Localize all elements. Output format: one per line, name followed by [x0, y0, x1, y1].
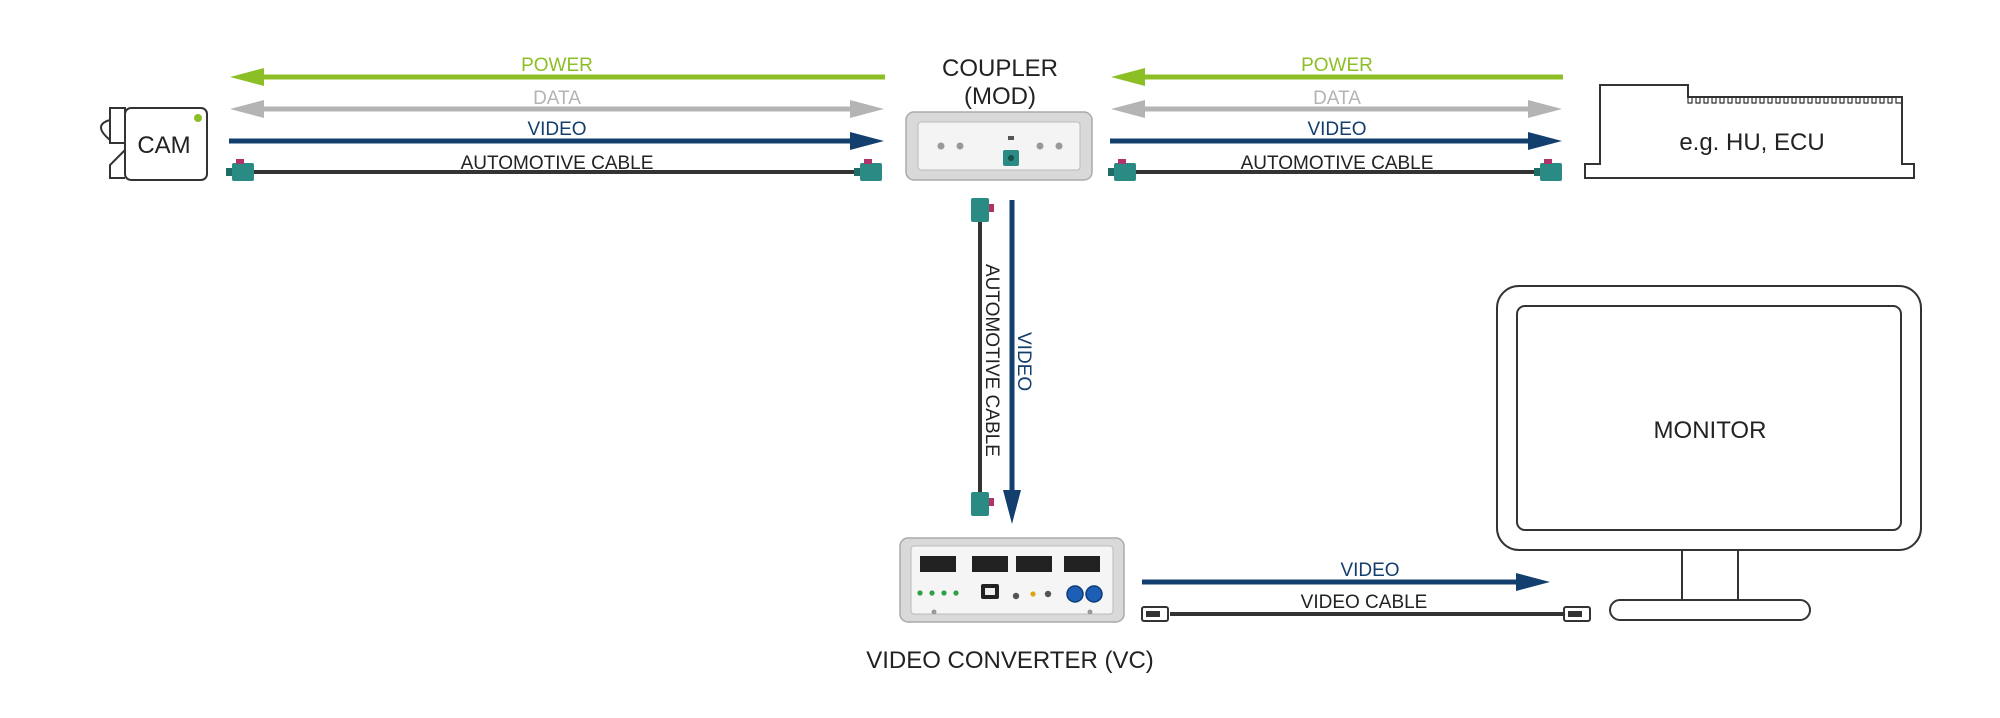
automotive-cable-label-right: AUTOMOTIVE CABLE: [1241, 153, 1434, 174]
connector-icon: [1108, 159, 1136, 181]
video-converter: VIDEO CONVERTER (VC): [866, 537, 1154, 674]
power-label-right: POWER: [1301, 55, 1373, 76]
power-label-left: POWER: [521, 55, 593, 76]
connector-icon: [226, 159, 254, 181]
video-label-left: VIDEO: [527, 119, 586, 140]
usb-plug-icon: [1563, 606, 1591, 622]
cam-label: CAM: [137, 132, 190, 159]
coupler-module-icon: [905, 111, 1093, 181]
coupler-label-line1: COUPLER: [942, 55, 1058, 82]
video-label-bottom: VIDEO: [1340, 560, 1399, 581]
link-vc-monitor: VIDEO VIDEO CABLE: [1141, 560, 1591, 622]
camera-outline-icon: [100, 107, 208, 181]
automotive-cable-label-vertical: AUTOMOTIVE CABLE: [981, 264, 1002, 457]
video-converter-box-icon: [899, 537, 1125, 623]
video-converter-label: VIDEO CONVERTER (VC): [866, 647, 1154, 674]
video-label-right: VIDEO: [1307, 119, 1366, 140]
link-coupler-vc: AUTOMOTIVE CABLE VIDEO: [971, 198, 1034, 524]
connector-icon: [1534, 159, 1562, 181]
video-label-vertical: VIDEO: [1013, 332, 1034, 391]
connector-icon: [971, 198, 994, 222]
monitor-label: MONITOR: [1654, 417, 1767, 444]
data-label-left: DATA: [533, 88, 581, 109]
monitor: MONITOR: [1496, 285, 1922, 621]
monitor-outline-icon: [1496, 285, 1922, 621]
head-unit: e.g. HU, ECU: [1584, 84, 1915, 179]
coupler-label-line2: (MOD): [964, 83, 1036, 110]
camera: CAM: [100, 107, 208, 181]
video-cable-label: VIDEO CABLE: [1301, 592, 1428, 613]
link-coupler-hu: POWER DATA VIDEO AUTOMOTIVE CABLE: [1108, 55, 1563, 181]
connector-icon: [971, 492, 994, 516]
link-cam-coupler: POWER DATA VIDEO AUTOMOTIVE CABLE: [226, 55, 885, 181]
data-label-right: DATA: [1313, 88, 1361, 109]
coupler: COUPLER (MOD): [905, 55, 1093, 181]
usb-plug-icon: [1141, 606, 1169, 622]
automotive-cable-label-left: AUTOMOTIVE CABLE: [461, 153, 654, 174]
hu-ecu-label: e.g. HU, ECU: [1679, 129, 1824, 156]
head-unit-outline-icon: [1584, 84, 1915, 179]
connector-icon: [854, 159, 882, 181]
